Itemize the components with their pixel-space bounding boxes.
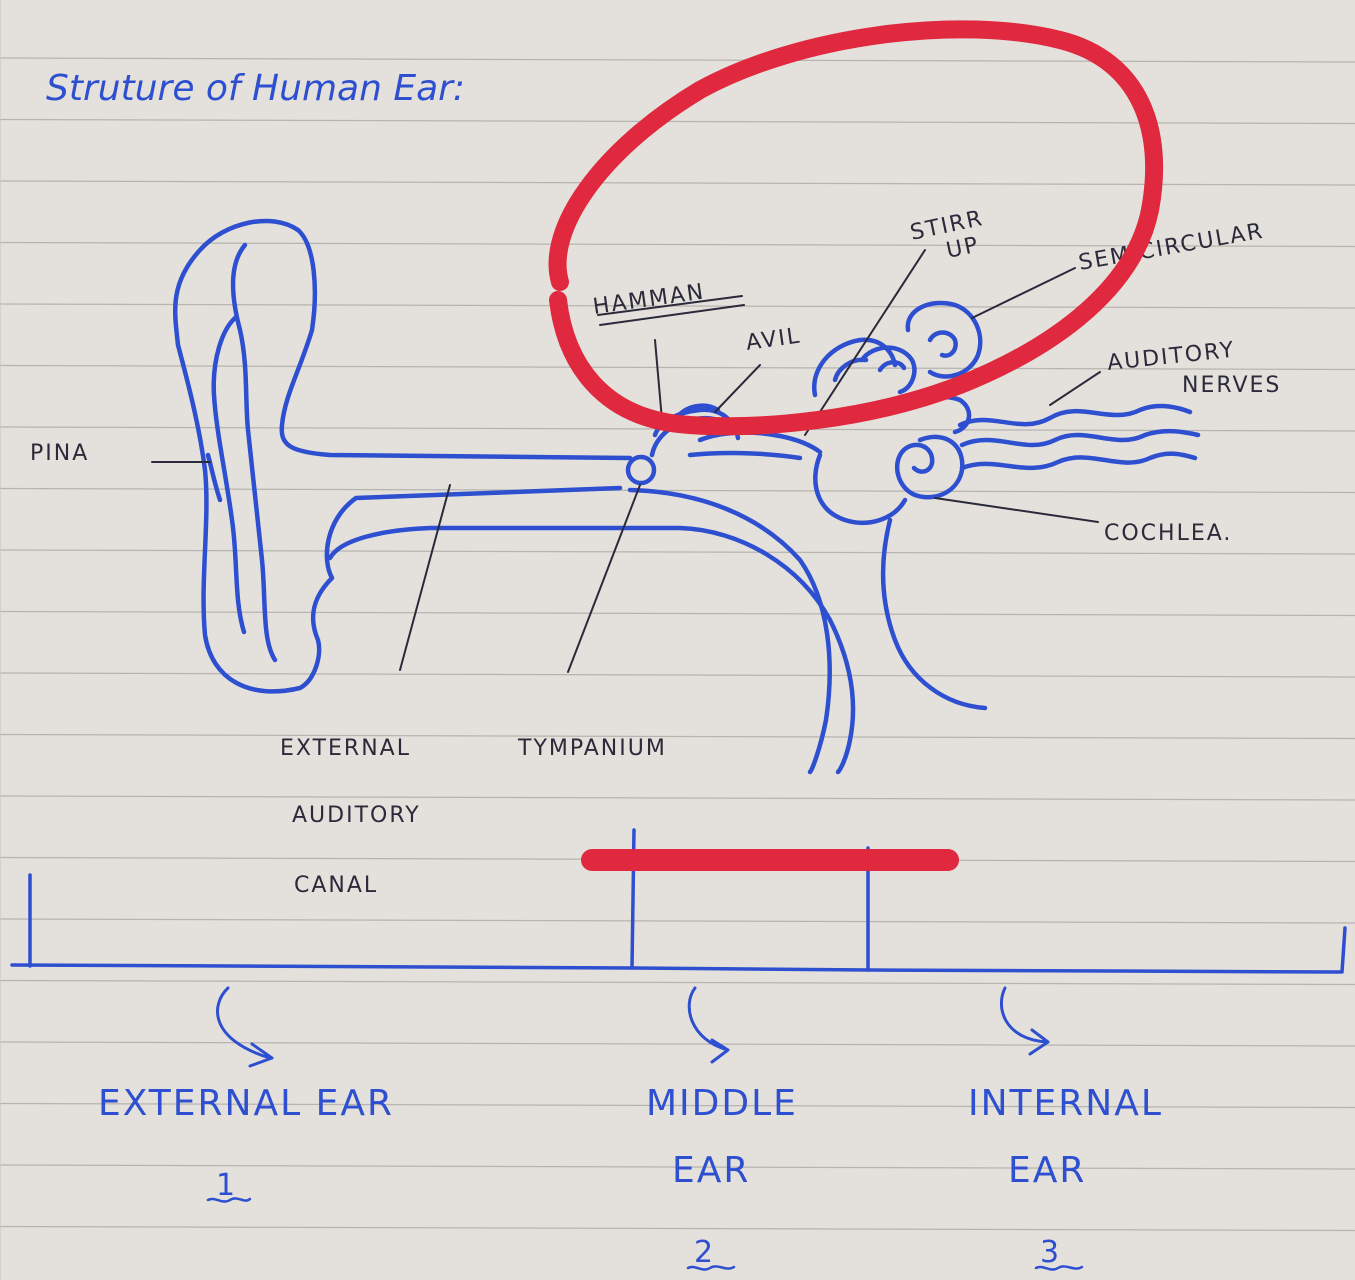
label-auditory-nerves-line2: NERVES [1182,373,1281,398]
ruled-line [0,673,1355,677]
label-canal-line1: EXTERNAL [280,736,411,761]
section-middle-ear: MIDDLE EAR 2 [646,1083,798,1270]
section-label-internal-line1: INTERNAL [968,1083,1163,1124]
auditory-canal-drawing [330,490,853,772]
pinna-drawing [175,221,630,691]
section-external-ear: EXTERNAL EAR 1 [98,1083,394,1203]
label-pinna: PINA [30,441,89,466]
ruled-line [0,919,1355,923]
ruled-line [0,58,1355,62]
section-label-external-ear: EXTERNAL EAR [98,1083,394,1124]
label-hammer: HAMMAN [591,279,706,319]
label-canal-line3: CANAL [294,873,378,898]
label-anvil: AVIL [744,323,802,355]
ruled-line [0,489,1355,493]
section-label-middle-line2: EAR [672,1150,750,1191]
ruled-line [0,1227,1355,1231]
section-internal-ear: INTERNAL EAR 3 [968,1083,1163,1270]
section-number-2: 2 [694,1235,715,1270]
section-label-middle-line1: MIDDLE [646,1083,798,1124]
red-circle-annotation [558,29,1155,426]
label-cochlea: COCHLEA. [1104,521,1232,546]
label-tympanum: TYMPANIUM [517,736,667,761]
page-title: Struture of Human Ear: [46,68,465,109]
eardrum-circle [628,457,654,483]
ruled-line [0,1042,1355,1046]
section-label-internal-line2: EAR [1008,1150,1086,1191]
label-canal-line2: AUDITORY [292,803,421,828]
label-auditory-nerves-line1: AUDITORY [1106,338,1237,376]
section-number-3: 3 [1040,1235,1061,1270]
ruled-line [0,981,1355,985]
label-semicircular: SEMICIRCULAR [1077,219,1266,276]
ruled-line [0,796,1355,800]
ruled-line [0,735,1355,739]
